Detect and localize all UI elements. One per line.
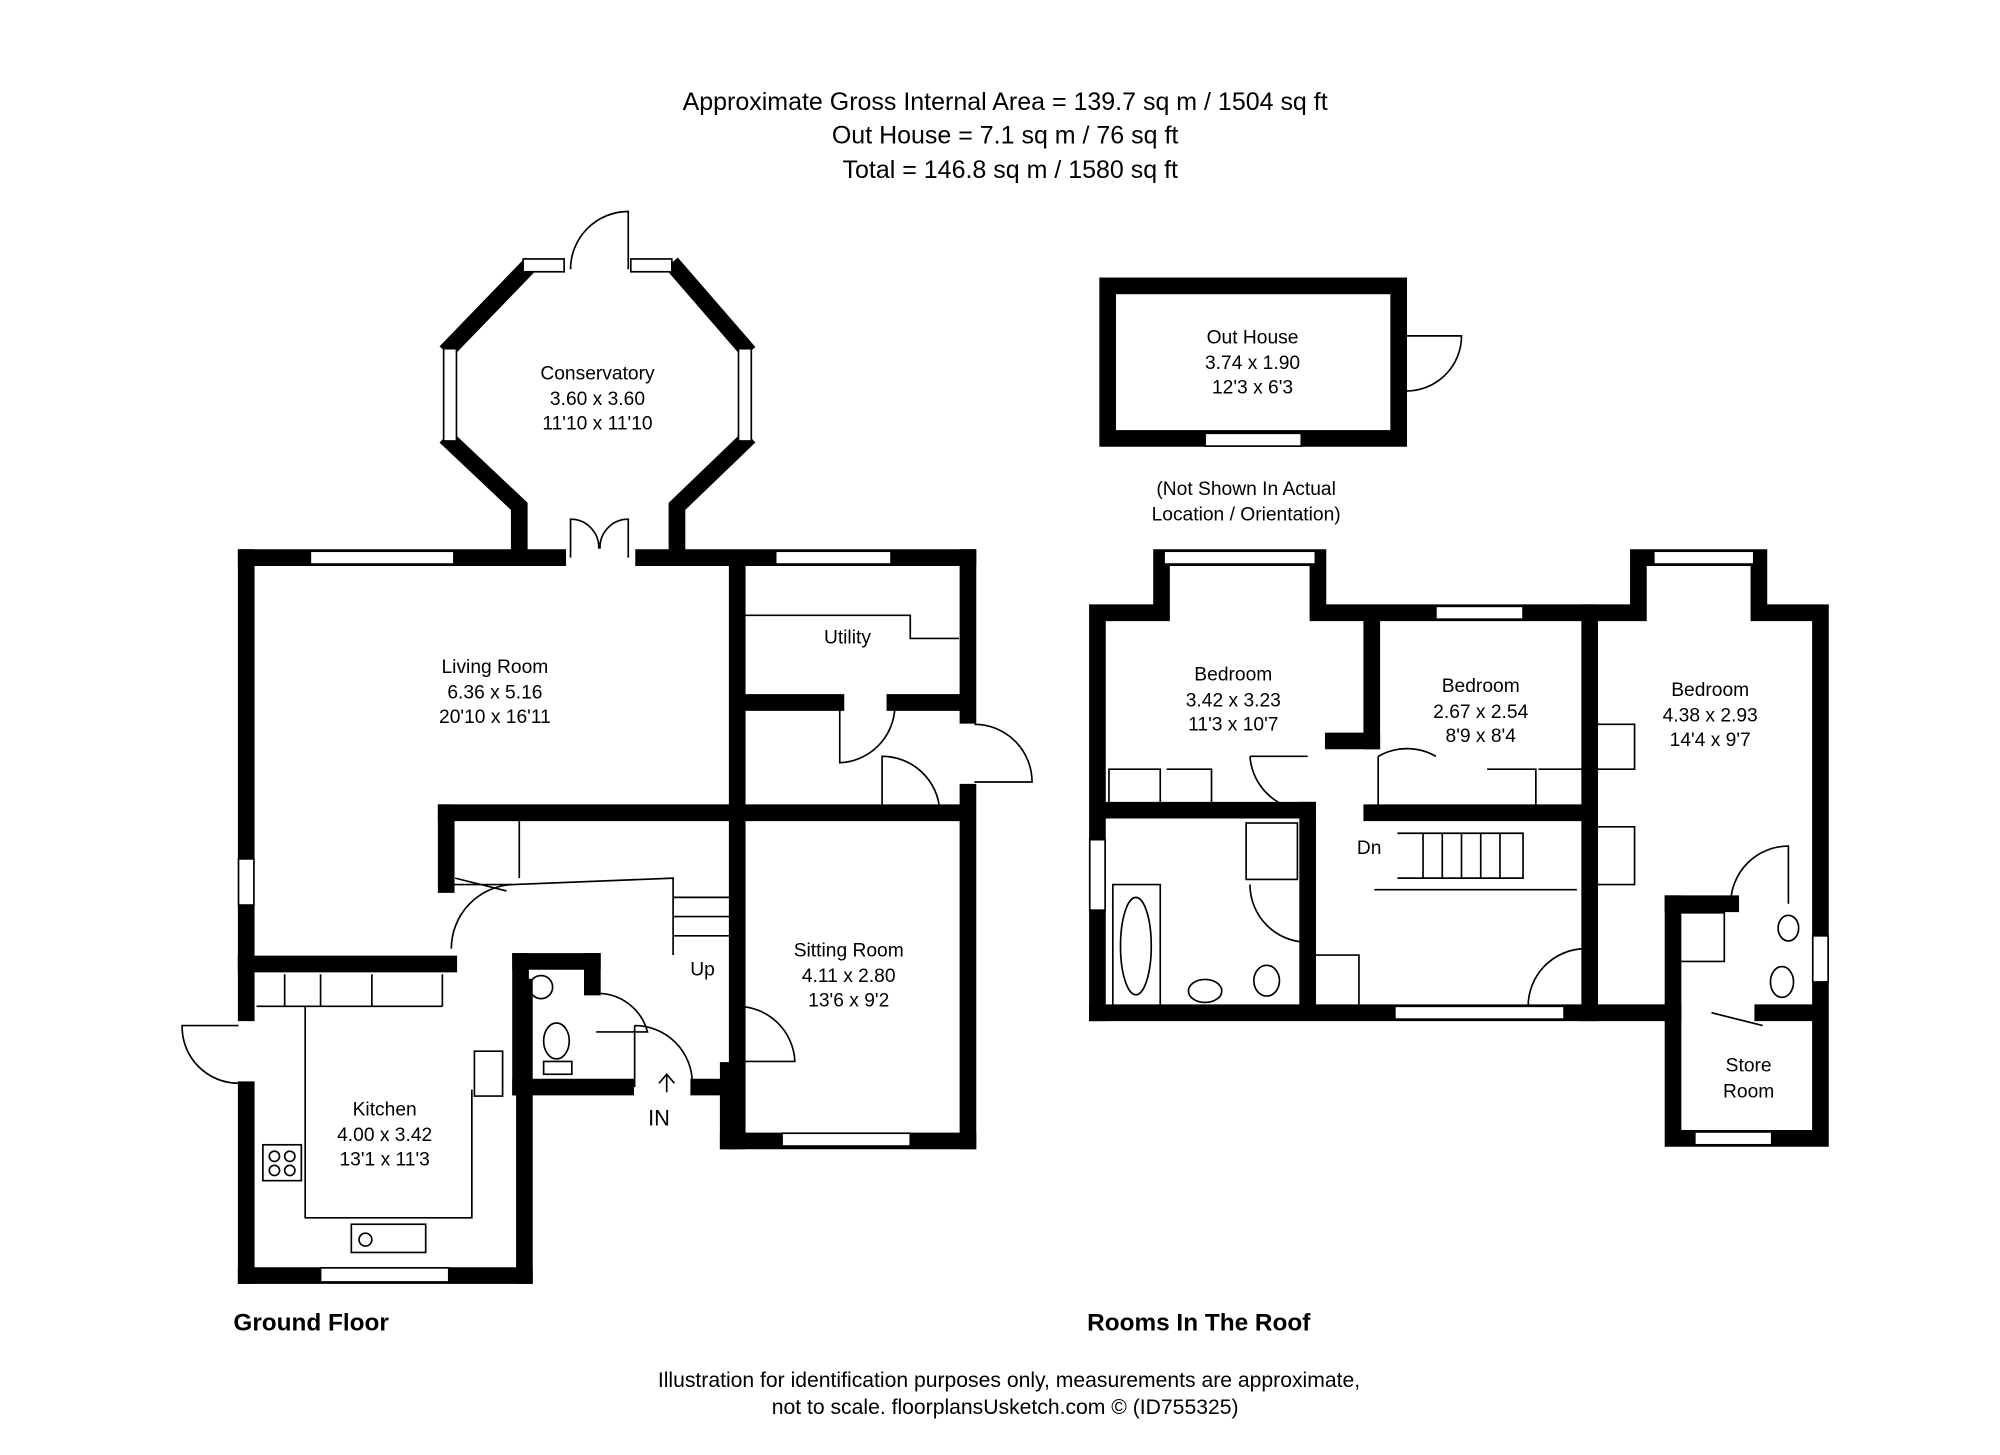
- bedroom3-imperial: 14'4 x 9'7: [1670, 730, 1751, 751]
- roof-floor-title: Rooms In The Roof: [1087, 1310, 1311, 1337]
- utility-label: Utility: [824, 628, 871, 649]
- kitchen-label: Kitchen: [353, 1099, 417, 1120]
- living-room-imperial: 20'10 x 16'11: [439, 707, 551, 728]
- bedroom2-imperial: 8'9 x 8'4: [1446, 726, 1517, 747]
- stairs-up-label: Up: [690, 960, 715, 981]
- conservatory-metric: 3.60 x 3.60: [550, 389, 645, 410]
- bedroom3-label: Bedroom: [1671, 680, 1749, 701]
- store-room-label: Store: [1726, 1056, 1772, 1077]
- disclaimer-line1: Illustration for identification purposes…: [658, 1369, 1360, 1392]
- store-room-label-line2: Room: [1723, 1081, 1774, 1102]
- kitchen-metric: 4.00 x 3.42: [337, 1125, 432, 1146]
- bedroom2-metric: 2.67 x 2.54: [1433, 702, 1528, 723]
- bedroom1-imperial: 11'3 x 10'7: [1188, 715, 1278, 736]
- sitting-room-label: Sitting Room: [794, 940, 904, 961]
- conservatory-label: Conservatory: [540, 363, 655, 384]
- ground-floor-title: Ground Floor: [233, 1310, 389, 1337]
- hall-wc-walls: [512, 953, 737, 1096]
- outhouse-plan: Out House 3.74 x 1.90 12'3 x 6'3 (Not Sh…: [1099, 277, 1463, 525]
- outhouse-imperial: 12'3 x 6'3: [1212, 378, 1293, 399]
- outhouse-area-text: Out House = 7.1 sq m / 76 sq ft: [832, 122, 1179, 150]
- ground-floor-plan: Conservatory 3.60 x 3.60 11'10 x 11'10 L…: [181, 210, 1033, 1284]
- entrance-label: IN: [648, 1106, 670, 1131]
- gross-area-text: Approximate Gross Internal Area = 139.7 …: [683, 88, 1328, 116]
- kitchen-imperial: 13'1 x 11'3: [339, 1149, 429, 1170]
- bedroom2-label: Bedroom: [1442, 676, 1520, 697]
- sitting-room-walls: [719, 1005, 977, 1150]
- roof-floor-plan: Bedroom 3.42 x 3.23 11'3 x 10'7 Bedroom …: [1088, 549, 1829, 1147]
- sitting-room-imperial: 13'6 x 9'2: [808, 990, 889, 1011]
- bedroom3-metric: 4.38 x 2.93: [1663, 706, 1758, 727]
- bedroom1-metric: 3.42 x 3.23: [1186, 690, 1281, 711]
- living-room-metric: 6.36 x 5.16: [447, 683, 542, 704]
- outhouse-metric: 3.74 x 1.90: [1205, 353, 1300, 374]
- disclaimer-line2: not to scale. floorplansUsketch.com © (I…: [772, 1396, 1239, 1419]
- conservatory-imperial: 11'10 x 11'10: [542, 413, 652, 434]
- living-room-walls: [237, 518, 1033, 1150]
- stairs-down-label: Dn: [1357, 838, 1382, 859]
- living-room-label: Living Room: [442, 657, 549, 678]
- bedroom1-label: Bedroom: [1194, 665, 1272, 686]
- outhouse-note-line1: (Not Shown In Actual: [1156, 479, 1335, 500]
- kitchen-walls: [181, 955, 533, 1284]
- sitting-room-metric: 4.11 x 2.80: [802, 966, 896, 987]
- total-area-text: Total = 146.8 sq m / 1580 sq ft: [843, 156, 1178, 184]
- outhouse-label: Out House: [1207, 328, 1299, 349]
- conservatory-walls: [439, 210, 756, 554]
- outhouse-note-line2: Location / Orientation): [1152, 504, 1341, 525]
